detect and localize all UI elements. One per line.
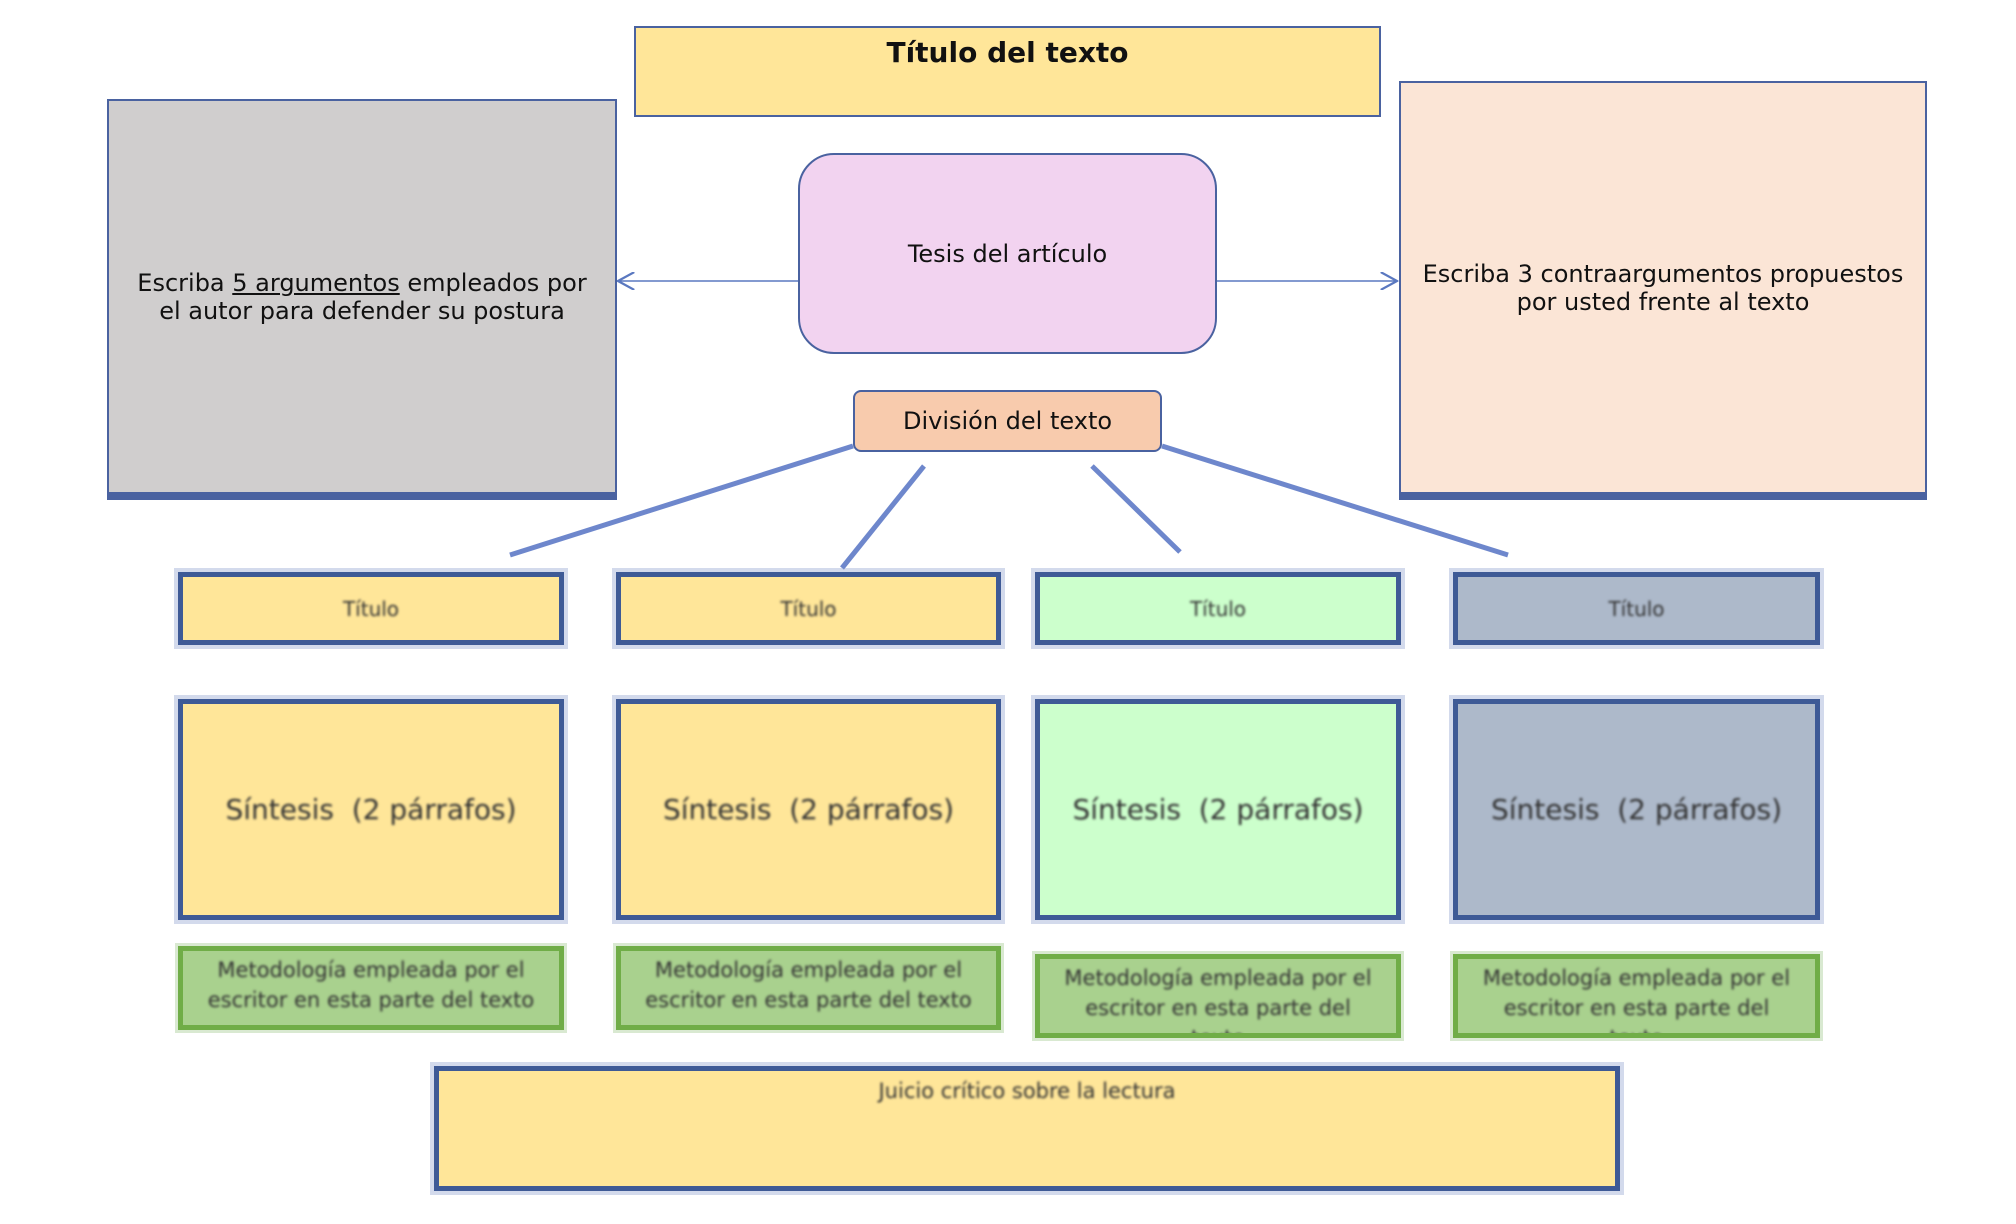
division-text: División del texto [902, 407, 1113, 435]
methodology-text: Metodología empleada por el escritor en … [1064, 966, 1372, 1038]
title-box[interactable]: Título del texto [634, 26, 1381, 117]
methodology-box[interactable]: Metodología empleada por el escritor en … [1453, 954, 1820, 1038]
synthesis-text: Síntesis (2 párrafos) [1490, 793, 1783, 826]
methodology-box[interactable]: Metodología empleada por el escritor en … [616, 946, 1001, 1030]
judgment-text: Juicio crítico sobre la lectura [878, 1079, 1176, 1103]
column-title-text: Título [780, 596, 837, 621]
synthesis-box[interactable]: Síntesis (2 párrafos) [1453, 699, 1820, 920]
connector-3 [1090, 464, 1182, 554]
synthesis-text: Síntesis (2 párrafos) [1072, 793, 1364, 826]
synthesis-box[interactable]: Síntesis (2 párrafos) [178, 699, 564, 920]
synthesis-box[interactable]: Síntesis (2 párrafos) [1035, 699, 1401, 920]
title-text: Título del texto [886, 36, 1129, 69]
column-title-box[interactable]: Título [178, 572, 564, 645]
column-title-box[interactable]: Título [616, 572, 1001, 645]
column-title-box[interactable]: Título [1035, 572, 1401, 645]
arguments-text: Escriba 5 argumentos empleados por el au… [137, 268, 587, 325]
methodology-box[interactable]: Metodología empleada por el escritor en … [178, 946, 564, 1030]
column-title-box[interactable]: Título [1453, 572, 1820, 645]
methodology-text: Metodología empleada por el escritor en … [645, 958, 972, 1012]
column-title-text: Título [1189, 596, 1247, 621]
connector-4 [1161, 443, 1509, 558]
connector-2 [840, 464, 926, 570]
synthesis-text: Síntesis (2 párrafos) [662, 793, 955, 826]
thesis-box[interactable]: Tesis del artículo [798, 153, 1217, 354]
counterarguments-text: Escriba 3 contraargumentos propuestos po… [1422, 259, 1904, 316]
synthesis-text: Síntesis (2 párrafos) [225, 793, 517, 826]
column-title-text: Título [342, 596, 400, 621]
methodology-box[interactable]: Metodología empleada por el escritor en … [1035, 954, 1401, 1038]
thesis-text: Tesis del artículo [907, 239, 1108, 268]
counterarguments-box[interactable]: Escriba 3 contraargumentos propuestos po… [1399, 81, 1927, 500]
column-title-text: Título [1608, 596, 1665, 621]
synthesis-box[interactable]: Síntesis (2 párrafos) [616, 699, 1001, 920]
methodology-text: Metodología empleada por el escritor en … [1482, 966, 1791, 1038]
connector-1 [509, 443, 854, 558]
arguments-box[interactable]: Escriba 5 argumentos empleados por el au… [107, 99, 617, 500]
division-box[interactable]: División del texto [853, 390, 1162, 452]
judgment-box[interactable]: Juicio crítico sobre la lectura [434, 1066, 1620, 1191]
methodology-text: Metodología empleada por el escritor en … [207, 958, 535, 1012]
